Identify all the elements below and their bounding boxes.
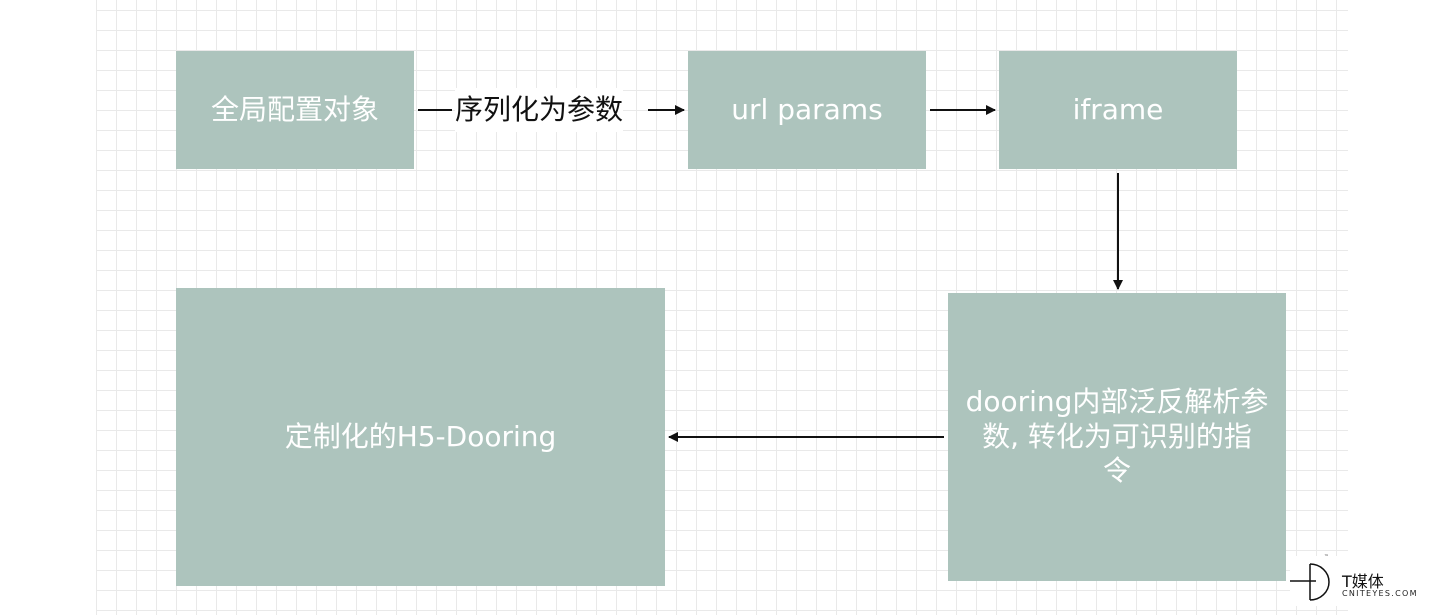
- node-global-config: 全局配置对象: [176, 51, 414, 169]
- node-dooring-parse-line-1: dooring内部泛反解析参: [965, 384, 1269, 418]
- edge-label-serialize: 序列化为参数: [455, 88, 624, 132]
- node-dooring-parse-line-2: 数, 转化为可识别的指: [982, 419, 1252, 453]
- watermark-brand: T媒体: [1342, 572, 1384, 591]
- watermark-domain: CNITEYES.COM: [1342, 589, 1418, 598]
- node-iframe: iframe: [999, 51, 1237, 169]
- watermark-logo-icon: [1290, 563, 1330, 601]
- node-url-params-label: url params: [731, 92, 883, 126]
- watermark: ™ T媒体 CNITEYES.COM: [1290, 554, 1438, 606]
- watermark-trademark: ™: [1324, 554, 1329, 560]
- node-dooring-parse: dooring内部泛反解析参 数, 转化为可识别的指 令: [948, 293, 1286, 581]
- node-dooring-parse-line-3: 令: [1102, 454, 1131, 488]
- node-url-params: url params: [688, 51, 926, 169]
- node-dooring-parse-text: dooring内部泛反解析参 数, 转化为可识别的指 令: [966, 385, 1269, 489]
- node-iframe-label: iframe: [1072, 92, 1164, 126]
- node-h5-dooring: 定制化的H5-Dooring: [176, 288, 665, 586]
- node-h5-dooring-label: 定制化的H5-Dooring: [284, 419, 557, 453]
- node-global-config-label: 全局配置对象: [210, 92, 379, 126]
